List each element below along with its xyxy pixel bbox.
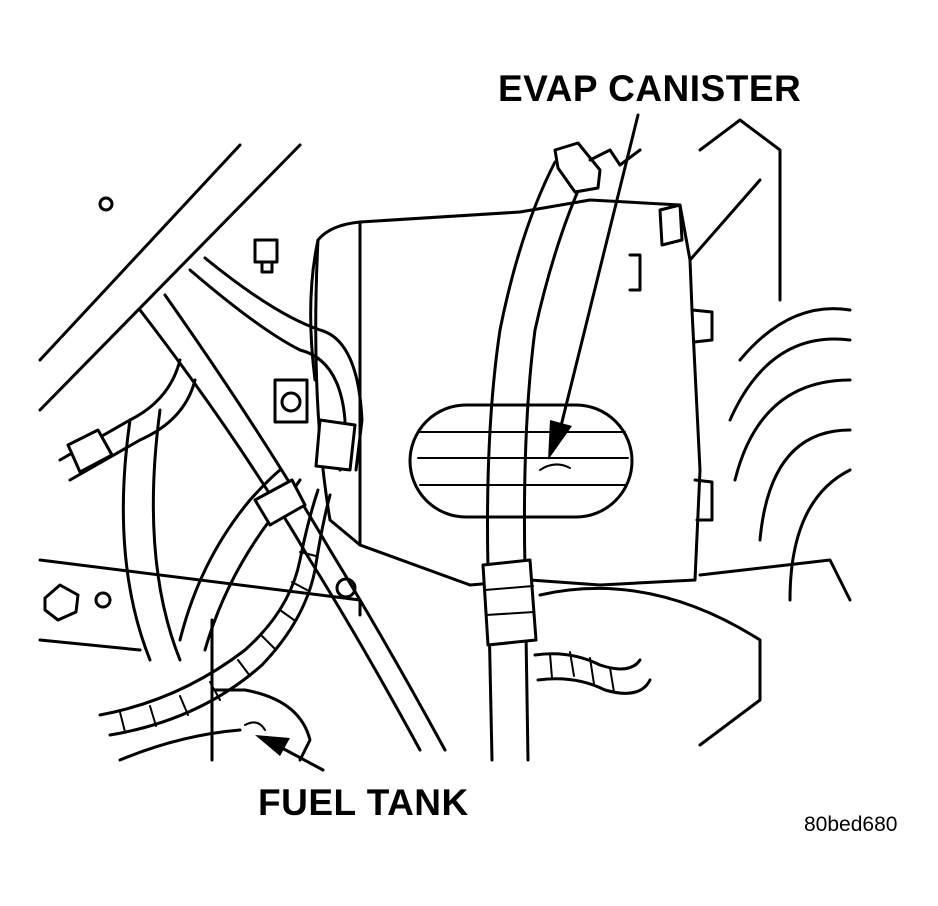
- fuel-tank-arrow: [255, 735, 325, 772]
- evap-canister-label: EVAP CANISTER: [498, 68, 802, 109]
- fuel-lines: [58, 256, 447, 752]
- frame-rail: [38, 143, 302, 412]
- evap-canister-arrow: [548, 113, 640, 460]
- fuel-tank-label: FUEL TANK: [258, 782, 469, 823]
- vent-hose: [481, 141, 642, 762]
- mounting-bolts: [38, 238, 362, 652]
- rear-component: [538, 118, 852, 747]
- evap-canister: [309, 198, 714, 587]
- fuel-tank: [118, 618, 312, 762]
- figure-reference: 80bed680: [804, 813, 898, 836]
